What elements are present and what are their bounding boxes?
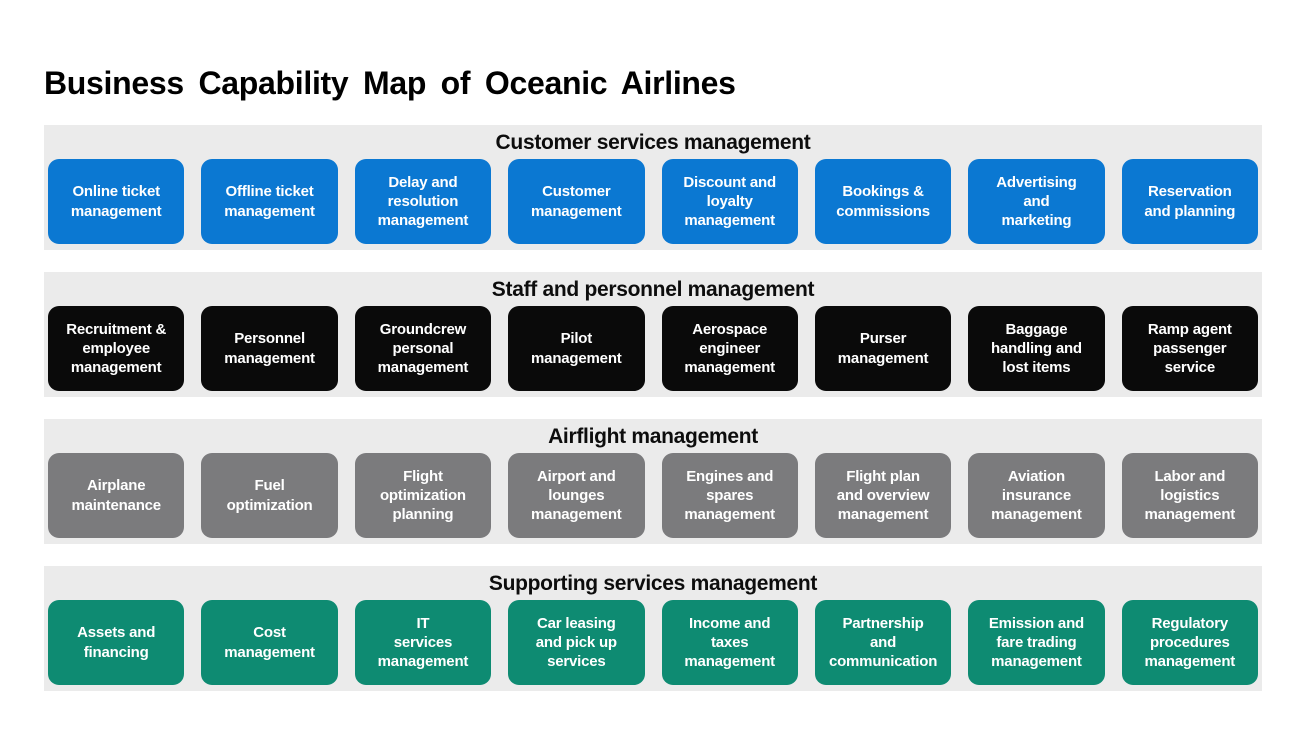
band-customer-services: Customer services management Online tick…	[44, 125, 1262, 250]
band-container: Customer services management Online tick…	[44, 125, 1262, 713]
capability-tile: Cost management	[201, 600, 338, 685]
capability-tile: Regulatory procedures management	[1121, 600, 1258, 685]
capability-tile: Personnel management	[201, 306, 338, 391]
capability-tile: Airplane maintenance	[48, 453, 185, 538]
capability-tile: Reservation and planning	[1121, 159, 1258, 244]
capability-tile: Flight optimization planning	[354, 453, 492, 538]
capability-tile: Labor and logistics management	[1121, 453, 1258, 538]
capability-tile: Purser management	[814, 306, 952, 391]
tile-row: Recruitment & employee management Person…	[48, 306, 1258, 391]
band-airflight: Airflight management Airplane maintenanc…	[44, 419, 1262, 544]
capability-tile: Groundcrew personal management	[354, 306, 492, 391]
capability-tile: Ramp agent passenger service	[1121, 306, 1258, 391]
capability-tile: Aviation insurance management	[968, 453, 1105, 538]
capability-tile: Partnership and communication	[814, 600, 952, 685]
capability-tile: Delay and resolution management	[354, 159, 492, 244]
page-title: Business Capability Map of Oceanic Airli…	[44, 65, 736, 102]
capability-tile: Bookings & commissions	[814, 159, 952, 244]
capability-tile: Advertising and marketing	[968, 159, 1105, 244]
band-header-customer-services: Customer services management	[495, 131, 811, 154]
band-header-staff-personnel: Staff and personnel management	[491, 278, 815, 301]
capability-tile: Flight plan and overview management	[814, 453, 952, 538]
capability-tile: Customer management	[508, 159, 645, 244]
capability-tile: Fuel optimization	[201, 453, 338, 538]
capability-tile: Assets and financing	[48, 600, 185, 685]
capability-tile: Offline ticket management	[201, 159, 338, 244]
capability-tile: Aerospace engineer management	[661, 306, 798, 391]
capability-tile: Emission and fare trading management	[968, 600, 1105, 685]
band-supporting-services: Supporting services management Assets an…	[44, 566, 1262, 691]
band-header-airflight: Airflight management	[548, 425, 758, 448]
tile-row: Online ticket management Offline ticket …	[48, 159, 1258, 244]
capability-tile: IT services management	[354, 600, 492, 685]
band-header-supporting-services: Supporting services management	[488, 572, 818, 595]
capability-tile: Recruitment & employee management	[48, 306, 185, 391]
tile-row: Assets and financing Cost management IT …	[48, 600, 1258, 685]
capability-tile: Income and taxes management	[661, 600, 798, 685]
capability-tile: Pilot management	[508, 306, 645, 391]
capability-tile: Airport and lounges management	[508, 453, 645, 538]
tile-row: Airplane maintenance Fuel optimization F…	[48, 453, 1258, 538]
capability-tile: Online ticket management	[48, 159, 185, 244]
capability-tile: Baggage handling and lost items	[968, 306, 1105, 391]
capability-tile: Engines and spares management	[661, 453, 798, 538]
capability-tile: Car leasing and pick up services	[508, 600, 645, 685]
capability-tile: Discount and loyalty management	[661, 159, 798, 244]
band-staff-personnel: Staff and personnel management Recruitme…	[44, 272, 1262, 397]
